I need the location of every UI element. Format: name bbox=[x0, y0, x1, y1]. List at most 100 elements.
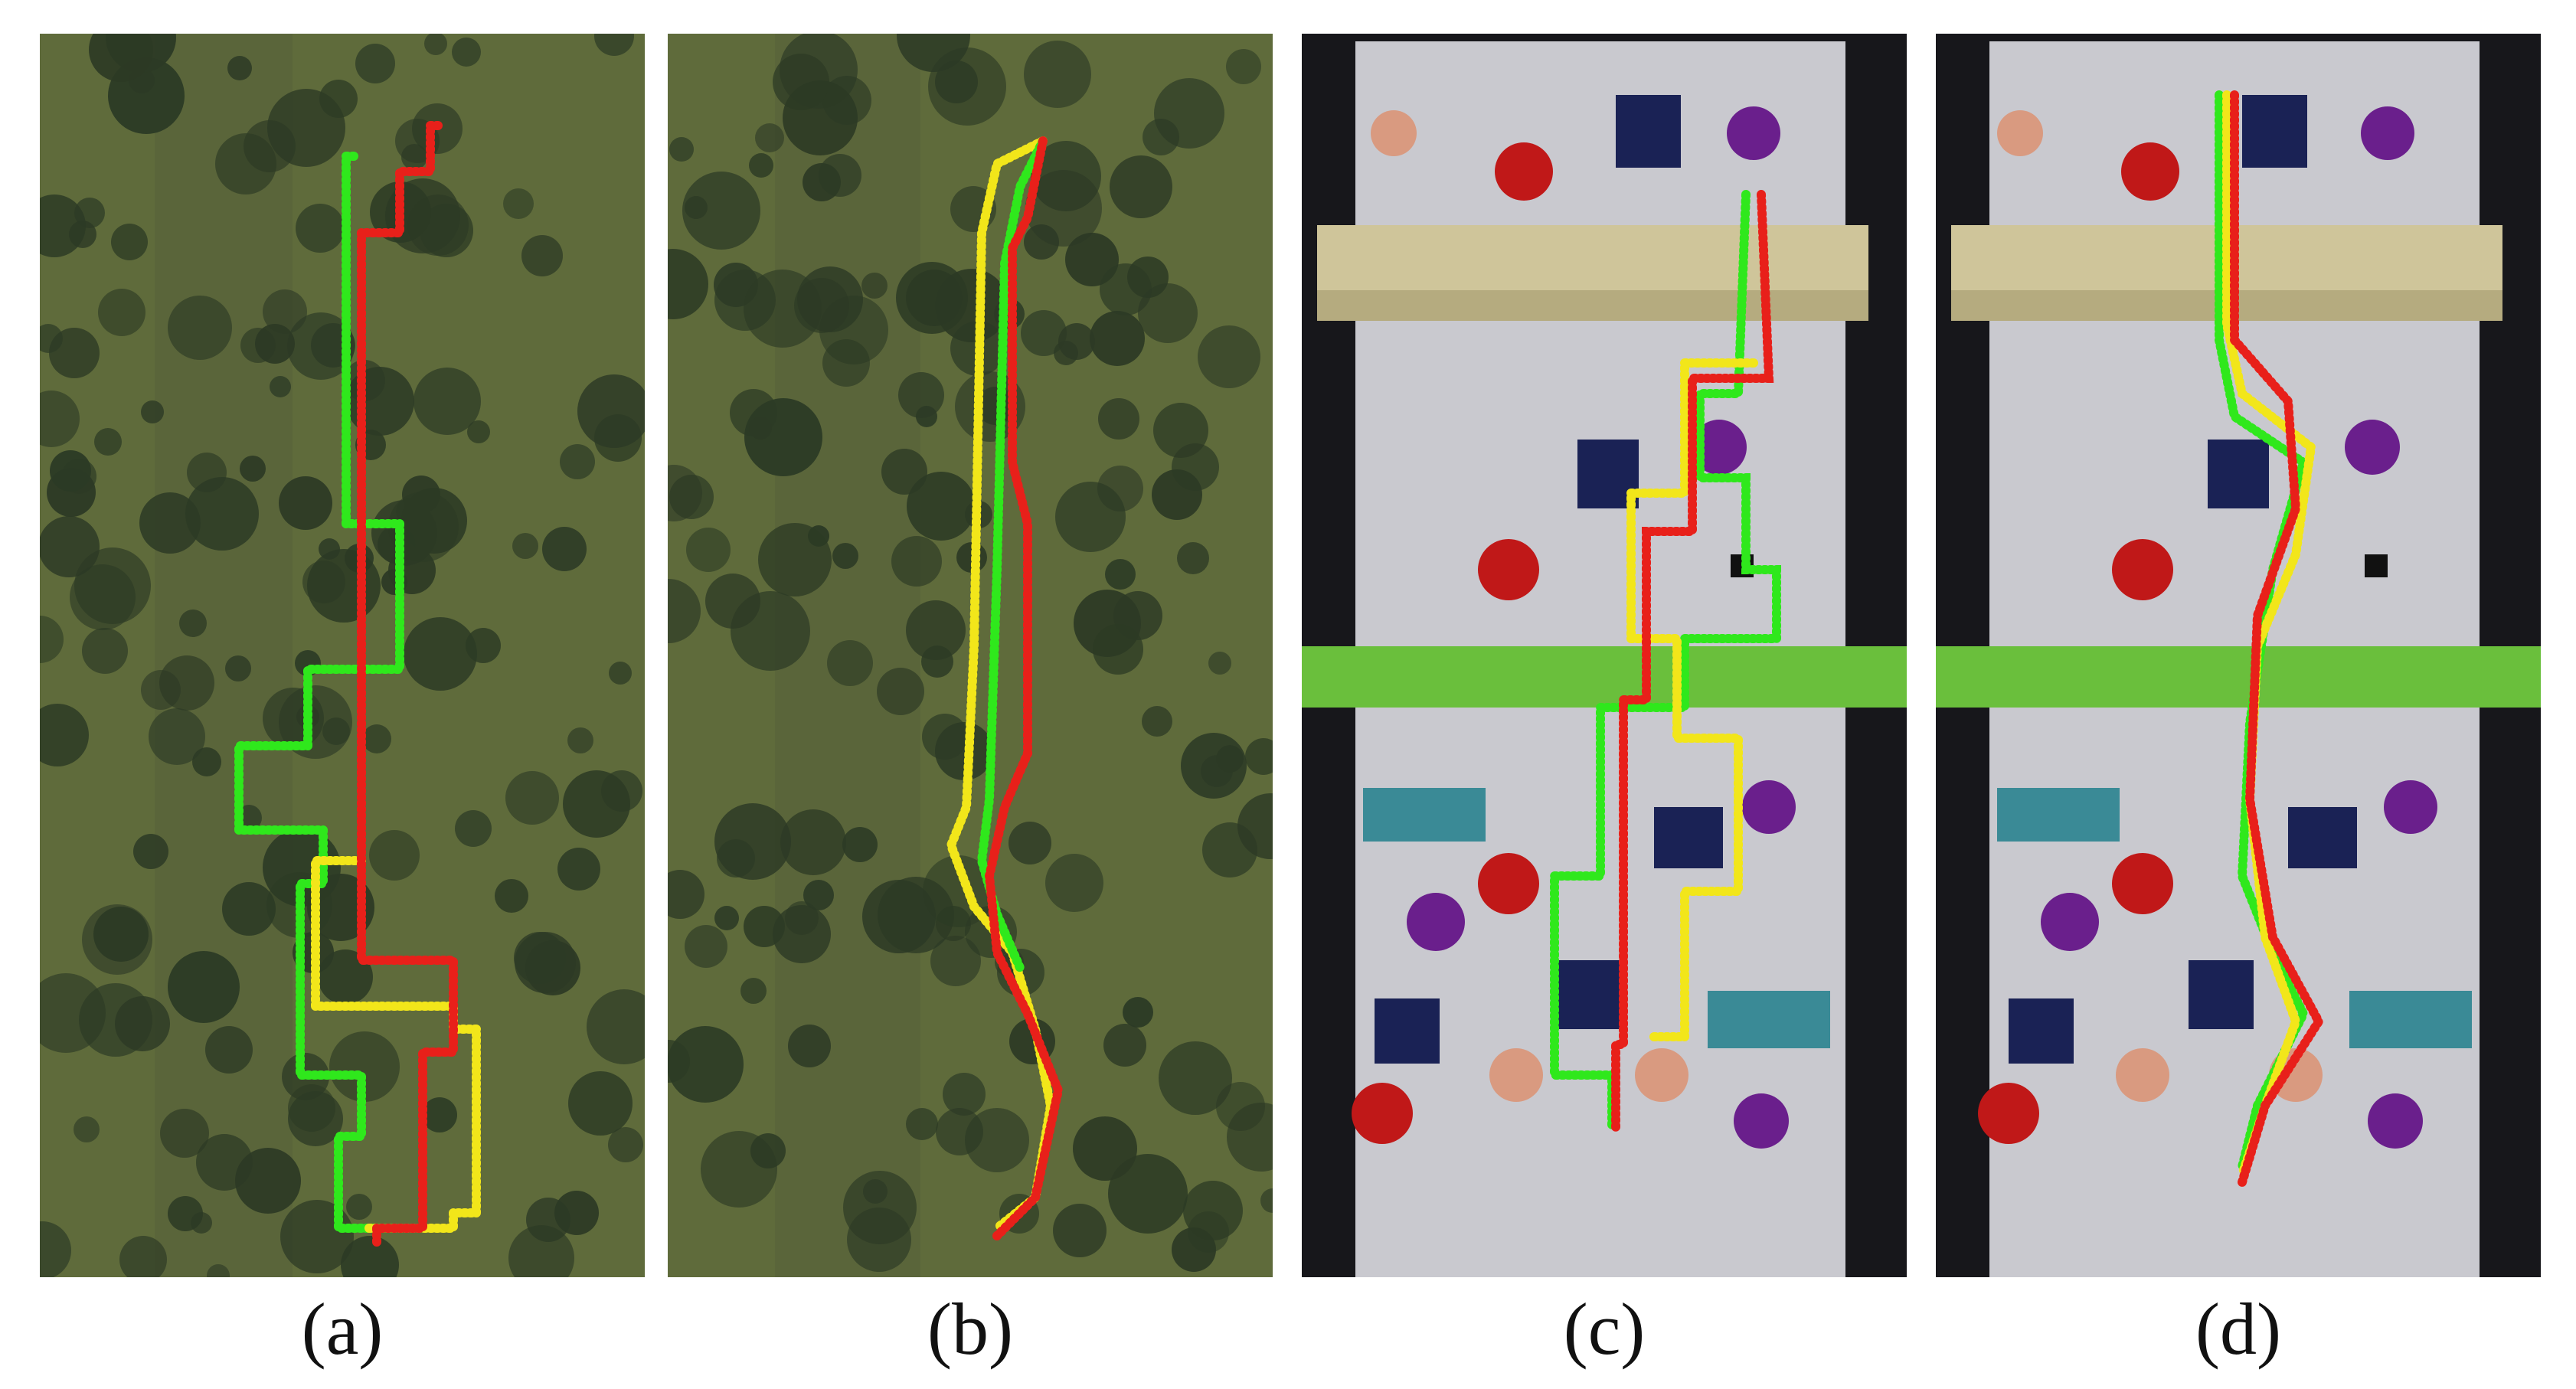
tree bbox=[49, 328, 100, 378]
tree bbox=[965, 1108, 1029, 1172]
tree bbox=[93, 907, 149, 962]
sphere-obstacle bbox=[1407, 893, 1465, 951]
tree bbox=[329, 1031, 400, 1102]
tree bbox=[1226, 49, 1261, 84]
slab-obstacle bbox=[1997, 788, 2120, 842]
tree bbox=[94, 428, 122, 456]
tree bbox=[1045, 854, 1103, 912]
tree bbox=[542, 527, 587, 571]
panel-b-image bbox=[668, 34, 1273, 1277]
tree bbox=[1065, 233, 1119, 286]
tree bbox=[1058, 323, 1095, 360]
cube-obstacle bbox=[2288, 807, 2357, 868]
trajectory-green bbox=[1550, 190, 1781, 1133]
tree bbox=[240, 328, 276, 363]
tree bbox=[819, 154, 861, 197]
sphere-obstacle bbox=[2345, 420, 2400, 475]
tree bbox=[943, 1073, 986, 1116]
sphere-obstacle bbox=[1742, 780, 1796, 834]
trajectory-red bbox=[357, 121, 458, 1248]
tree bbox=[160, 1109, 209, 1158]
tree bbox=[50, 450, 91, 492]
cylinder-obstacle bbox=[2112, 539, 2173, 600]
tree bbox=[1181, 733, 1247, 799]
tree bbox=[587, 989, 645, 1064]
tree bbox=[577, 374, 645, 448]
panel-c-image bbox=[1302, 34, 1907, 1277]
trajectory-red bbox=[984, 136, 1064, 1240]
cylinder-obstacle bbox=[2112, 853, 2173, 914]
tree bbox=[452, 38, 481, 67]
tree bbox=[1073, 1116, 1137, 1181]
tree bbox=[205, 1026, 253, 1074]
panel-c bbox=[1302, 34, 1907, 1277]
cube-obstacle bbox=[1375, 998, 1440, 1064]
tree bbox=[40, 391, 80, 447]
tree bbox=[133, 834, 168, 869]
tree bbox=[159, 655, 214, 711]
tree bbox=[404, 617, 477, 691]
small-obstacle bbox=[2365, 554, 2388, 577]
tree bbox=[341, 1236, 399, 1277]
tree bbox=[557, 848, 600, 891]
tree bbox=[686, 528, 731, 572]
tree bbox=[521, 235, 563, 276]
tree bbox=[669, 137, 694, 162]
tree bbox=[567, 727, 593, 753]
tree bbox=[111, 224, 148, 260]
cylinder-obstacle bbox=[1352, 1083, 1413, 1144]
tree bbox=[40, 973, 106, 1053]
sphere-obstacle bbox=[1734, 1093, 1789, 1149]
tree bbox=[227, 56, 252, 80]
cylinder-obstacle bbox=[2121, 142, 2179, 201]
sphere-obstacle bbox=[1727, 106, 1780, 160]
tree bbox=[749, 153, 773, 178]
tree bbox=[1260, 1188, 1273, 1213]
tree bbox=[414, 368, 481, 435]
panel-caption-b: (b) bbox=[927, 1288, 1013, 1370]
tree bbox=[505, 771, 559, 825]
tree bbox=[503, 188, 534, 219]
tree bbox=[69, 221, 96, 248]
cone-obstacle bbox=[1371, 110, 1417, 156]
green-barrier bbox=[1302, 646, 1907, 708]
tree bbox=[891, 536, 942, 587]
tree bbox=[70, 564, 136, 630]
tree bbox=[40, 704, 89, 766]
tree bbox=[1123, 997, 1153, 1028]
cube-obstacle bbox=[2189, 960, 2254, 1029]
trajectory-red bbox=[2230, 90, 2324, 1187]
tree bbox=[362, 724, 391, 753]
tree bbox=[1202, 822, 1257, 878]
cone-obstacle bbox=[1997, 110, 2043, 156]
tree bbox=[1108, 1154, 1188, 1234]
shadow-band bbox=[155, 34, 293, 1277]
tree bbox=[287, 312, 355, 380]
tree bbox=[179, 610, 207, 637]
tree bbox=[847, 1208, 911, 1272]
cube-obstacle bbox=[1554, 960, 1620, 1029]
panel-a-image bbox=[40, 34, 645, 1277]
tree bbox=[861, 273, 888, 299]
cylinder-obstacle bbox=[1478, 539, 1539, 600]
sphere-obstacle bbox=[2384, 780, 2437, 834]
tree bbox=[788, 1025, 831, 1067]
cone-obstacle bbox=[1489, 1048, 1543, 1102]
tree bbox=[668, 870, 704, 919]
tree bbox=[862, 880, 936, 953]
tree bbox=[346, 1194, 372, 1220]
tree bbox=[935, 60, 978, 103]
slab-obstacle bbox=[1708, 991, 1830, 1048]
tree bbox=[773, 54, 829, 110]
tree bbox=[755, 123, 784, 152]
tree bbox=[907, 472, 976, 541]
cone-obstacle bbox=[2116, 1048, 2169, 1102]
tree bbox=[935, 722, 993, 780]
panel-b bbox=[668, 34, 1273, 1277]
tree bbox=[270, 376, 291, 397]
tree bbox=[288, 1084, 335, 1132]
tree bbox=[668, 1026, 744, 1103]
tree bbox=[355, 44, 395, 83]
tree bbox=[749, 417, 772, 440]
tree bbox=[1177, 542, 1209, 574]
